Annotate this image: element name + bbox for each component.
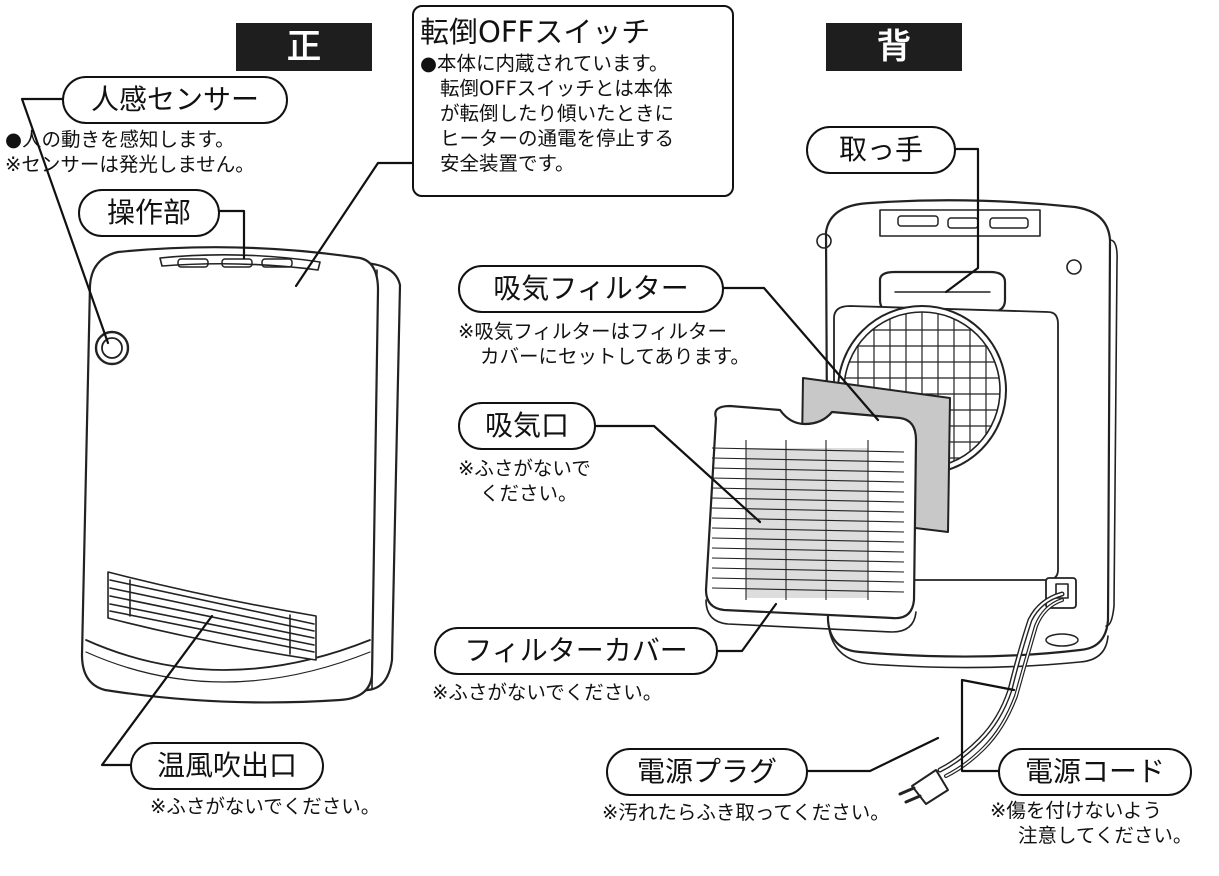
tip-switch-title: 転倒OFFスイッチ [420,15,651,49]
front-heater [80,246,402,704]
controls-label: 操作部 [78,189,220,237]
tip-switch-description: ●本体に内蔵されています。 転倒OFFスイッチとは本体 が転倒したり傾いたときに… [420,51,674,176]
tip-switch-line-4: ヒーターの通電を停止する [440,127,675,150]
sensor-label: 人感センサー [62,76,288,124]
handle-label: 取っ手 [806,126,956,174]
front-view-header: 正 面 [236,23,372,115]
tip-switch-line-2: 転倒OFFスイッチとは本体 [440,77,673,100]
warm-air-outlet-label: 温風吹出口 [130,742,324,790]
power-cord-note-1: ※傷を付けないよう [990,799,1162,822]
power-plug [898,769,949,805]
power-cord-note-2: 注意してください。 [1018,824,1193,847]
intake-filter-note-2: カバーにセットしてあります。 [480,345,750,368]
tip-switch-line-1: ●本体に内蔵されています。 [420,52,669,75]
filter-cover-note: ※ふさがないでください。 [432,681,663,704]
filter-cover-label: フィルターカバー [434,627,718,675]
power-plug-label: 電源プラグ [606,748,808,796]
sensor-note-1: ●人の動きを感知します。 [5,128,235,151]
power-plug-note: ※汚れたらふき取ってください。 [602,801,890,824]
intake-label: 吸気口 [458,402,596,450]
tip-switch-line-5: 安全装置です。 [440,152,575,175]
warm-air-outlet-note: ※ふさがないでください。 [150,795,381,818]
sensor-window [94,330,130,366]
intake-note-2: ください。 [480,482,578,505]
intake-note-1: ※ふさがないで [458,457,591,480]
sensor-note-2: ※センサーは発光しません。 [5,153,255,176]
tip-switch-box: 転倒OFFスイッチ ●本体に内蔵されています。 転倒OFFスイッチとは本体 が転… [412,5,734,197]
back-view-header: 背 面 [826,23,962,115]
tip-switch-line-3: が転倒したり傾いたときに [440,102,675,125]
leader-lines [20,97,1016,773]
intake-filter-note-1: ※吸気フィルターはフィルター [458,320,728,343]
intake-filter-label: 吸気フィルター [458,265,724,313]
power-cord-label: 電源コード [998,748,1192,796]
handle [878,270,1007,314]
filter-cover [704,404,918,633]
